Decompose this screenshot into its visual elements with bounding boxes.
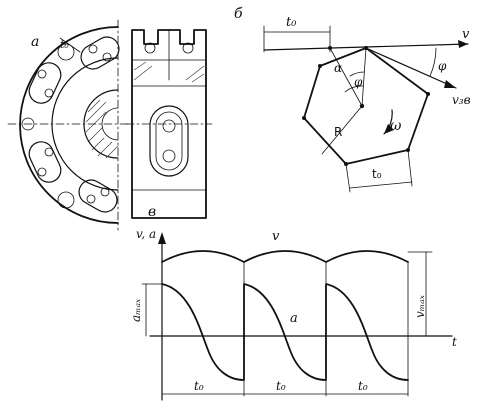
panel-b-polygon-drawing: б t₀ v R α φ v₃в φ (234, 6, 471, 193)
phi-left-label: φ (354, 75, 363, 89)
sprocket-velocity-arrowhead (444, 80, 456, 88)
sprocket-velocity-label: v₃в (452, 93, 471, 107)
alpha-arc (349, 71, 365, 77)
pitch-bottom-label: t₀ (372, 167, 382, 181)
pitch-bottom-ext-right (407, 149, 413, 187)
vertex-5 (302, 116, 306, 120)
velocity-curve (161, 250, 409, 263)
period-3-label: t₀ (358, 379, 368, 393)
plate-bottom (57, 191, 75, 209)
period-2-label: t₀ (276, 379, 286, 393)
phi-right-arc (429, 47, 437, 77)
pitch-bottom-ext-left (345, 163, 351, 193)
amax-label: aₘₐₓ (129, 298, 143, 322)
radius-line-vertical (361, 47, 367, 107)
omega-label: ω (390, 118, 402, 134)
hexagon-sprocket (303, 47, 429, 165)
panel-a-pitch-label: t₀ (60, 38, 69, 51)
phi-left-arc (344, 85, 364, 93)
sprocket-bore (101, 107, 119, 141)
acceleration-curve-label: a (290, 311, 298, 326)
panel-c-label: в (148, 204, 156, 220)
panel-a-label: а (31, 34, 39, 50)
axis-y-label: v, a (136, 227, 156, 241)
chain-section-view (125, 29, 213, 219)
plate-left (21, 117, 35, 131)
chain-link-2 (28, 62, 62, 104)
chain-outer-contour (19, 26, 119, 224)
alpha-label: α (334, 61, 342, 75)
panel-b-label: б (234, 6, 243, 22)
velocity-arrowhead (458, 40, 468, 48)
velocity-label: v (462, 27, 470, 42)
plate-top (57, 43, 75, 61)
radius-label: R (334, 125, 342, 139)
pitch-bottom-dim (349, 181, 413, 189)
phi-right-label: φ (438, 59, 447, 73)
velocity-curve-label: v (272, 229, 280, 244)
panel-c-graph: в v, a t v a aₘₐₓ vₘₐₓ t₀ t₀ t₀ (129, 204, 457, 401)
sprocket-velocity-vector (365, 47, 457, 89)
axis-y-arrow (158, 232, 166, 244)
vmax-label: vₘₐₓ (413, 294, 427, 318)
omega-arrowhead (384, 124, 394, 134)
radius-line-r (321, 105, 363, 155)
radius-line-alpha (329, 47, 363, 107)
acceleration-curve (161, 283, 409, 381)
chain-link-4 (78, 179, 118, 213)
hub-hatching (85, 99, 119, 159)
chain-link-1 (80, 36, 120, 70)
vertex-6 (318, 64, 322, 68)
panel-a-sprocket-drawing: а (7, 19, 213, 231)
chain-link-3 (28, 141, 62, 183)
period-1-label: t₀ (194, 379, 204, 393)
pitch-top-label: t₀ (286, 15, 297, 30)
vertex-2 (426, 92, 430, 96)
pitch-dim-line (59, 37, 81, 53)
axis-x-label: t (452, 335, 457, 349)
